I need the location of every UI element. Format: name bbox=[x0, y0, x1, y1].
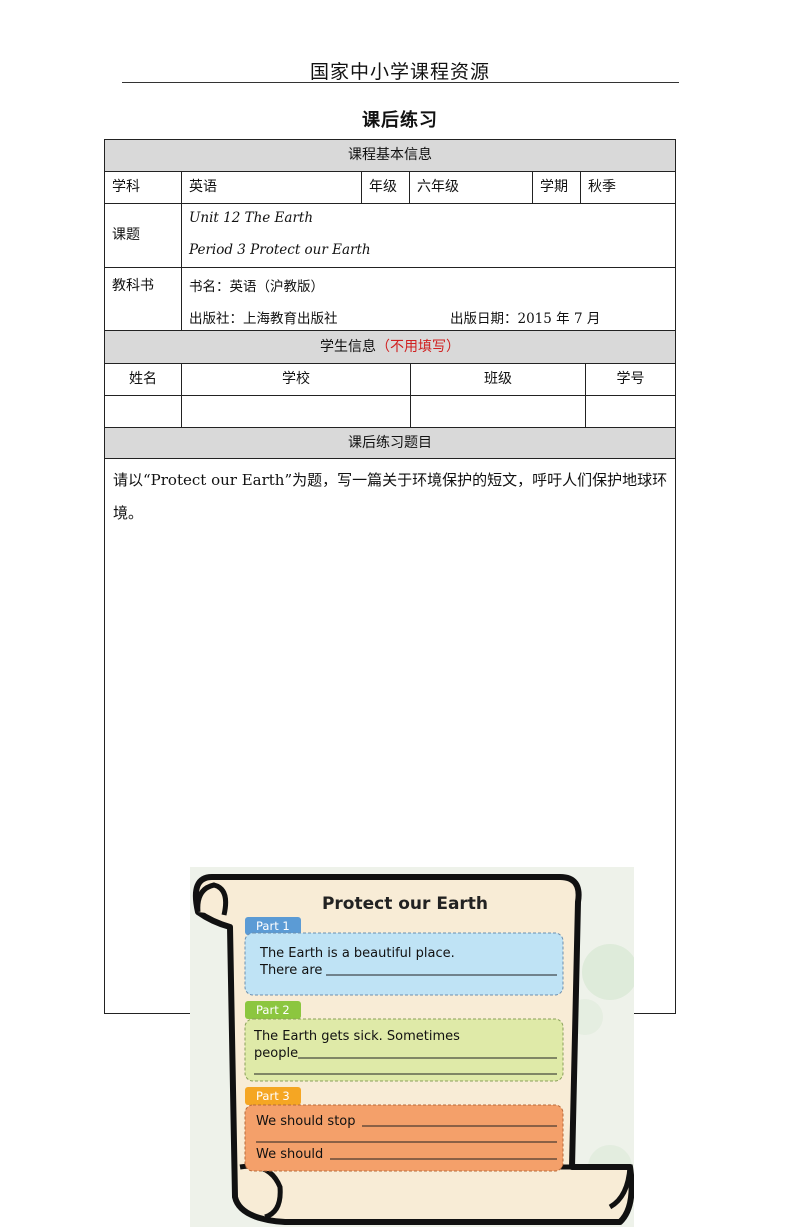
textbook-value: 书名：英语（沪教版） 出版社：上海教育出版社 出版日期：2015 年 7 月 bbox=[181, 268, 675, 330]
topic-line-2: Period 3 Protect our Earth bbox=[189, 242, 371, 258]
part1-line1: The Earth is a beautiful place. bbox=[259, 946, 455, 961]
student-blank-row bbox=[105, 396, 675, 428]
student-info-header: 学生信息（不用填写） bbox=[105, 331, 675, 364]
student-columns-row: 姓名 学校 班级 学号 bbox=[105, 364, 675, 396]
student-school-field[interactable] bbox=[181, 396, 410, 427]
textbook-row: 教科书 书名：英语（沪教版） 出版社：上海教育出版社 出版日期：2015 年 7… bbox=[105, 268, 675, 331]
grade-value: 六年级 bbox=[409, 172, 532, 203]
exercise-header: 课后练习题目 bbox=[105, 428, 675, 459]
part2-label: Part 2 bbox=[256, 1003, 290, 1017]
page-header-title: 国家中小学课程资源 bbox=[309, 61, 490, 83]
part3-line1: We should stop bbox=[256, 1114, 356, 1129]
term-value: 秋季 bbox=[580, 172, 675, 203]
info-table: 课程基本信息 学科 英语 年级 六年级 学期 秋季 课题 Unit 12 The… bbox=[104, 139, 676, 1227]
subject-row: 学科 英语 年级 六年级 学期 秋季 bbox=[105, 172, 675, 204]
header-divider bbox=[122, 82, 679, 83]
student-info-note: （不用填写） bbox=[376, 339, 460, 355]
part3-tag bbox=[245, 1087, 301, 1105]
student-col-school: 学校 bbox=[181, 364, 410, 395]
student-info-title: 学生信息 bbox=[320, 339, 376, 355]
textbook-label: 教科书 bbox=[112, 278, 154, 294]
term-label: 学期 bbox=[532, 172, 580, 203]
part2-line1: The Earth gets sick. Sometimes bbox=[253, 1029, 460, 1044]
topic-label: 课题 bbox=[112, 227, 140, 243]
course-info-header: 课程基本信息 bbox=[105, 140, 675, 172]
part2-box bbox=[244, 1018, 564, 1082]
textbook-publish-date: 出版日期：2015 年 7 月 bbox=[450, 311, 601, 327]
part1-line2: There are bbox=[259, 963, 322, 978]
part2-line2: people bbox=[254, 1046, 298, 1061]
exercise-content: 请以“Protect our Earth”为题，写一篇关于环境保护的短文，呼吁人… bbox=[105, 459, 675, 1227]
exercise-title: 课后练习题目 bbox=[348, 435, 432, 451]
part1-tag bbox=[245, 917, 301, 935]
part1-box bbox=[244, 932, 564, 996]
topic-line-1: Unit 12 The Earth bbox=[189, 210, 314, 226]
part2-tag bbox=[245, 1001, 301, 1019]
topic-row: 课题 Unit 12 The Earth Period 3 Protect ou… bbox=[105, 204, 675, 268]
textbook-name: 书名：英语（沪教版） bbox=[189, 279, 324, 295]
course-info-title: 课程基本信息 bbox=[348, 147, 432, 163]
illustration-title: Protect our Earth bbox=[322, 894, 488, 914]
subject-value: 英语 bbox=[181, 172, 361, 203]
student-number-field[interactable] bbox=[585, 396, 675, 427]
part3-line2: We should bbox=[256, 1147, 323, 1162]
textbook-publisher: 出版社：上海教育出版社 bbox=[189, 311, 338, 327]
student-name-field[interactable] bbox=[105, 396, 181, 427]
exercise-task-text: 请以“Protect our Earth”为题，写一篇关于环境保护的短文，呼吁人… bbox=[113, 471, 668, 522]
grade-label: 年级 bbox=[361, 172, 409, 203]
part3-label: Part 3 bbox=[256, 1089, 290, 1103]
student-col-class: 班级 bbox=[410, 364, 585, 395]
part1-label: Part 1 bbox=[256, 919, 290, 933]
subject-label: 学科 bbox=[112, 179, 140, 195]
student-class-field[interactable] bbox=[410, 396, 585, 427]
protect-earth-worksheet-illustration: Protect our Earth Part 1 The Earth is a … bbox=[190, 867, 634, 1227]
document-title: 课后练习 bbox=[362, 110, 438, 131]
topic-value: Unit 12 The Earth Period 3 Protect our E… bbox=[181, 204, 675, 267]
student-col-number: 学号 bbox=[585, 364, 675, 395]
student-col-name: 姓名 bbox=[129, 371, 157, 387]
